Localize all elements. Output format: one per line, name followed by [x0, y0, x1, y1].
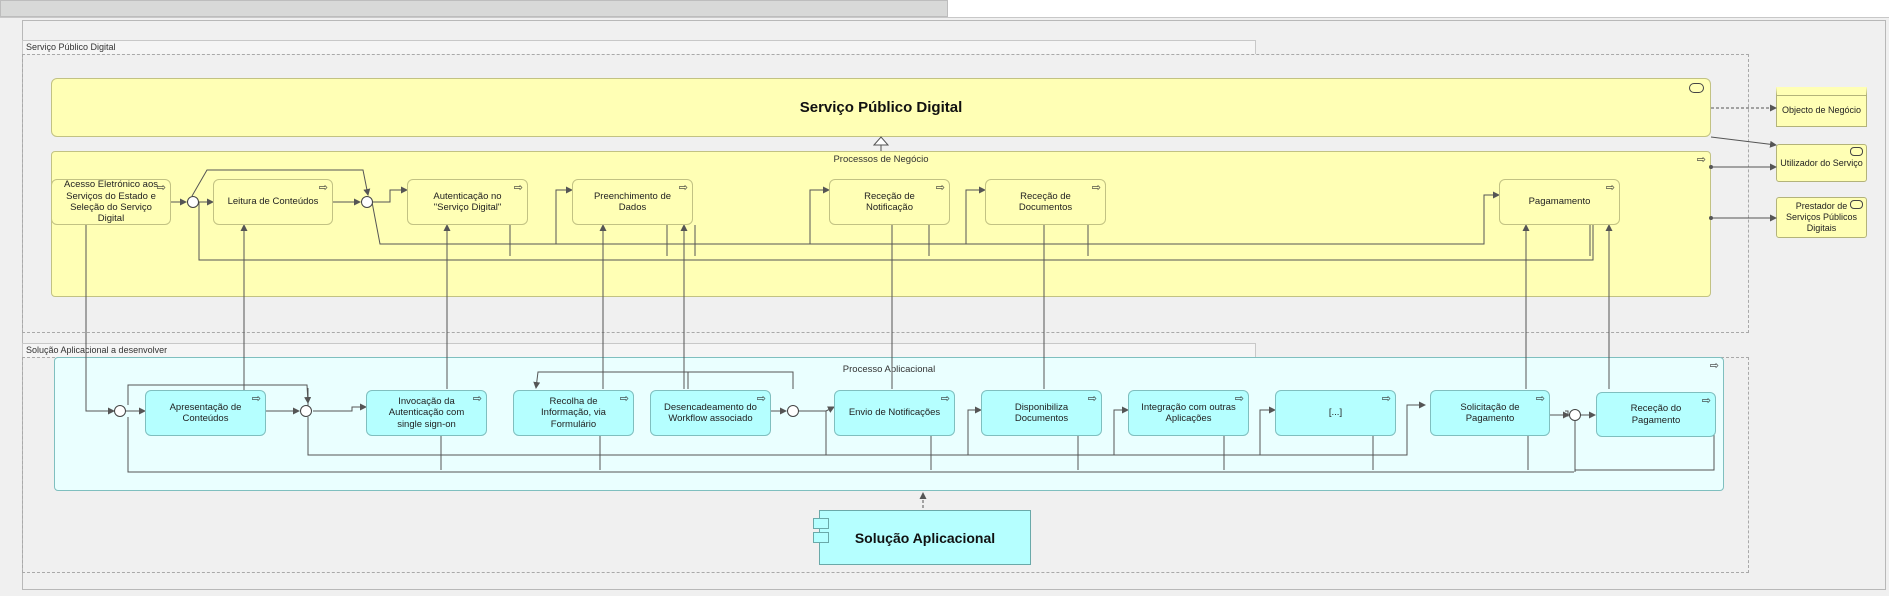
bp-step-acesso[interactable]: Acesso Eletrónico aos Serviços do Estado… [51, 179, 171, 225]
app-step-recolha[interactable]: Recolha de Informação, via Formulário ⇨ [513, 390, 634, 436]
bp-step-label: Pagamamento [1528, 196, 1591, 208]
app-step-disponibiliza[interactable]: Disponibiliza Documentos ⇨ [981, 390, 1102, 436]
role-user[interactable]: Utilizador do Serviço [1776, 144, 1867, 182]
bp-step-autenticacao[interactable]: Autenticação no "Serviço Digital" ⇨ [407, 179, 528, 225]
app-step-apresentacao[interactable]: Apresentação de Conteúdos ⇨ [145, 390, 266, 436]
app-step-solicitacao[interactable]: Solicitação de Pagamento ⇨ [1430, 390, 1550, 436]
process-arrow-icon: ⇨ [1234, 393, 1244, 405]
process-arrow-icon: ⇨ [940, 393, 950, 405]
process-arrow-icon: ⇨ [935, 182, 945, 194]
app-step-label: Desencadeamento do Workflow associado [664, 401, 757, 424]
group-label-spd: Serviço Público Digital [22, 40, 1256, 54]
app-step-label: Disponibiliza Documentos [1014, 401, 1069, 424]
app-step-label: Invocação da Autenticação com single sig… [388, 395, 465, 430]
bp-step-preenchimento[interactable]: Preenchimento de Dados ⇨ [572, 179, 693, 225]
app-step-label: Integração com outras Aplicações [1141, 401, 1236, 424]
business-process-title: Processos de Negócio [833, 154, 929, 165]
app-step-integracao[interactable]: Integração com outras Aplicações ⇨ [1128, 390, 1249, 436]
bp-step-label: Receção de Documentos [1018, 190, 1073, 213]
process-arrow-icon: ⇨ [472, 393, 482, 405]
app-step-label: Apresentação de Conteúdos [169, 401, 242, 424]
app-step-label: Recolha de Informação, via Formulário [541, 395, 606, 430]
app-step-label: Solicitação de Pagamento [1460, 401, 1520, 424]
business-object[interactable]: Objecto de Negócio [1776, 87, 1867, 127]
role-provider-label: Prestador de Serviços Públicos Digitais [1785, 201, 1858, 233]
app-step-etc[interactable]: [...] ⇨ [1275, 390, 1396, 436]
junction-icon[interactable] [114, 405, 126, 417]
editor-tab-bar[interactable] [0, 0, 948, 17]
process-arrow-icon: ⇨ [1087, 393, 1097, 405]
application-component-title: Solução Aplicacional [854, 529, 996, 546]
bp-step-leitura[interactable]: Leitura de Conteúdos ⇨ [213, 179, 333, 225]
role-provider[interactable]: Prestador de Serviços Públicos Digitais [1776, 197, 1867, 238]
process-arrow-icon: ⇨ [513, 182, 523, 194]
process-arrow-icon: ⇨ [1701, 395, 1711, 407]
business-object-label: Objecto de Negócio [1781, 105, 1862, 116]
process-arrow-icon: ⇨ [1709, 360, 1719, 372]
business-service-title: Serviço Público Digital [799, 99, 963, 116]
app-step-label: [...] [1328, 407, 1343, 419]
junction-icon[interactable] [300, 405, 312, 417]
role-icon [1850, 200, 1863, 209]
bp-step-pagamento[interactable]: Pagamamento ⇨ [1499, 179, 1620, 225]
role-user-label: Utilizador do Serviço [1780, 157, 1863, 168]
app-step-workflow[interactable]: Desencadeamento do Workflow associado ⇨ [650, 390, 771, 436]
junction-icon[interactable] [187, 196, 199, 208]
process-arrow-icon: ⇨ [619, 393, 629, 405]
process-arrow-icon: ⇨ [251, 393, 261, 405]
process-arrow-icon: ⇨ [1535, 393, 1545, 405]
app-step-rececao-pagamento[interactable]: Receção do Pagamento ⇨ [1596, 392, 1716, 437]
process-arrow-icon: ⇨ [756, 393, 766, 405]
bp-step-label: Acesso Eletrónico aos Serviços do Estado… [64, 179, 158, 225]
app-process-title: Processo Aplicacional [842, 364, 936, 375]
process-arrow-icon: ⇨ [1696, 154, 1706, 166]
app-step-label: Envio de Notificações [848, 407, 941, 419]
application-component[interactable]: Solução Aplicacional [819, 510, 1031, 565]
bp-step-label: Autenticação no "Serviço Digital" [433, 190, 502, 213]
process-arrow-icon: ⇨ [1381, 393, 1391, 405]
app-step-invocacao[interactable]: Invocação da Autenticação com single sig… [366, 390, 487, 436]
service-icon [1689, 83, 1704, 93]
process-arrow-icon: ⇨ [678, 182, 688, 194]
bp-step-label: Preenchimento de Dados [593, 190, 672, 213]
role-icon [1850, 147, 1863, 156]
junction-icon[interactable] [787, 405, 799, 417]
process-arrow-icon: ⇨ [156, 182, 166, 194]
process-arrow-icon: ⇨ [1605, 182, 1615, 194]
group-label-solution: Solução Aplicacional a desenvolver [22, 343, 1256, 357]
process-arrow-icon: ⇨ [318, 182, 328, 194]
bp-step-label: Leitura de Conteúdos [227, 196, 319, 208]
bp-step-label: Receção de Notificação [864, 190, 915, 213]
component-icon [813, 532, 829, 543]
bp-step-notificacao[interactable]: Receção de Notificação ⇨ [829, 179, 950, 225]
component-icon [813, 518, 829, 529]
bp-step-documentos[interactable]: Receção de Documentos ⇨ [985, 179, 1106, 225]
group-spd[interactable] [22, 54, 1749, 333]
junction-icon[interactable] [361, 196, 373, 208]
app-step-label: Receção do Pagamento [1630, 403, 1682, 426]
app-step-envio[interactable]: Envio de Notificações ⇨ [834, 390, 955, 436]
process-arrow-icon: ⇨ [1091, 182, 1101, 194]
junction-icon[interactable] [1569, 409, 1581, 421]
